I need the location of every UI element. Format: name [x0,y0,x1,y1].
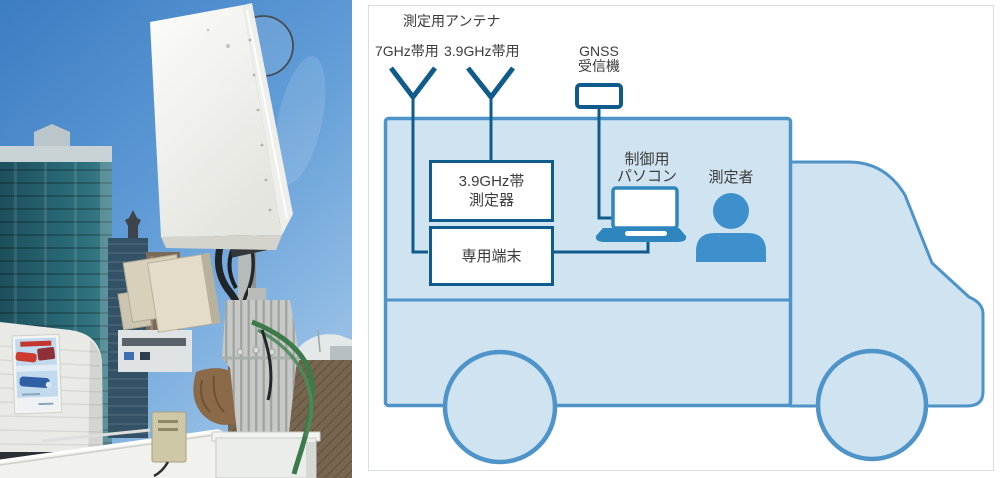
terminal-pc-cable [554,241,650,254]
vehicle-diagram-panel: 測定用アンテナ 7GHz帯用 3.9GHz帯用 GNSS 受信機 3.9GHz帯… [368,5,994,471]
laptop-icon [595,186,687,242]
antenna-symbols [389,66,515,254]
antenna-39ghz-icon [466,66,515,102]
antenna-7ghz-icon [389,66,437,102]
antenna-mount-equipment [117,209,321,478]
analyzer-box: 3.9GHz帯 測定器 [429,160,554,222]
rear-wheel [442,349,558,465]
operator-icon [696,193,766,262]
operator-label: 測定者 [708,169,754,186]
antenna-7ghz-cable [411,95,428,254]
pc-label: 制御用 パソコン [616,151,677,185]
antenna-39ghz-label: 3.9GHz帯用 [444,43,520,59]
utility-box [151,411,187,478]
gnss-receiver-icon [575,83,623,109]
antenna-7ghz-label: 7GHz帯用 [375,43,439,59]
antenna-group-label: 測定用アンテナ [403,13,501,29]
equipment-boxes [117,252,221,333]
rooftop-antenna-photo [0,0,352,478]
train-billboard [11,333,63,415]
gnss-label: GNSS 受信機 [578,43,620,74]
tarp-sack [193,368,244,425]
panel-antenna [150,3,294,258]
truck-cab [788,160,985,408]
front-wheel [815,348,929,462]
terminal-box: 専用端末 [429,226,554,286]
gnss-cable [597,107,612,220]
background-spire [125,210,141,242]
